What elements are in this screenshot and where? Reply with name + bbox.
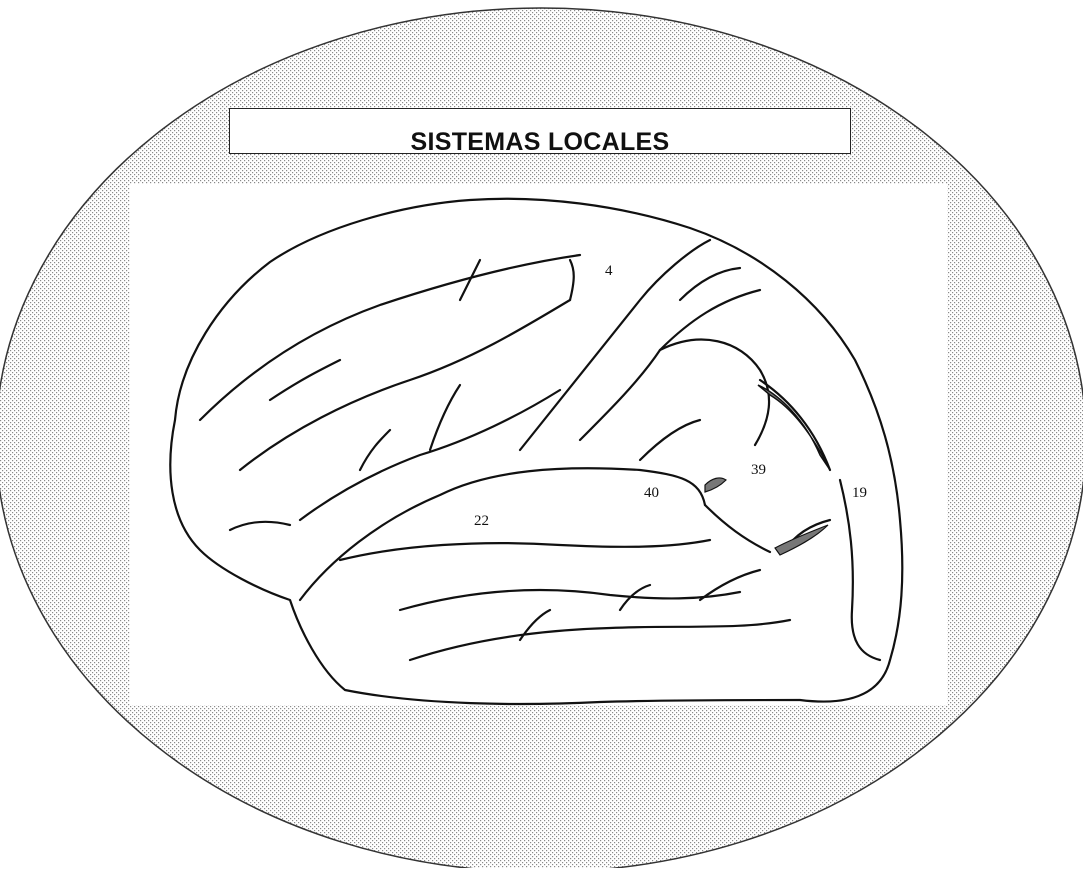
area-label-19: 19 <box>852 485 867 502</box>
area-label-4: 4 <box>605 263 613 280</box>
diagram-title: SISTEMAS LOCALES <box>411 130 670 155</box>
area-label-39: 39 <box>751 462 766 479</box>
area-label-40: 40 <box>644 485 659 502</box>
title-box: SISTEMAS LOCALES <box>229 108 851 154</box>
area-label-22: 22 <box>474 513 489 530</box>
